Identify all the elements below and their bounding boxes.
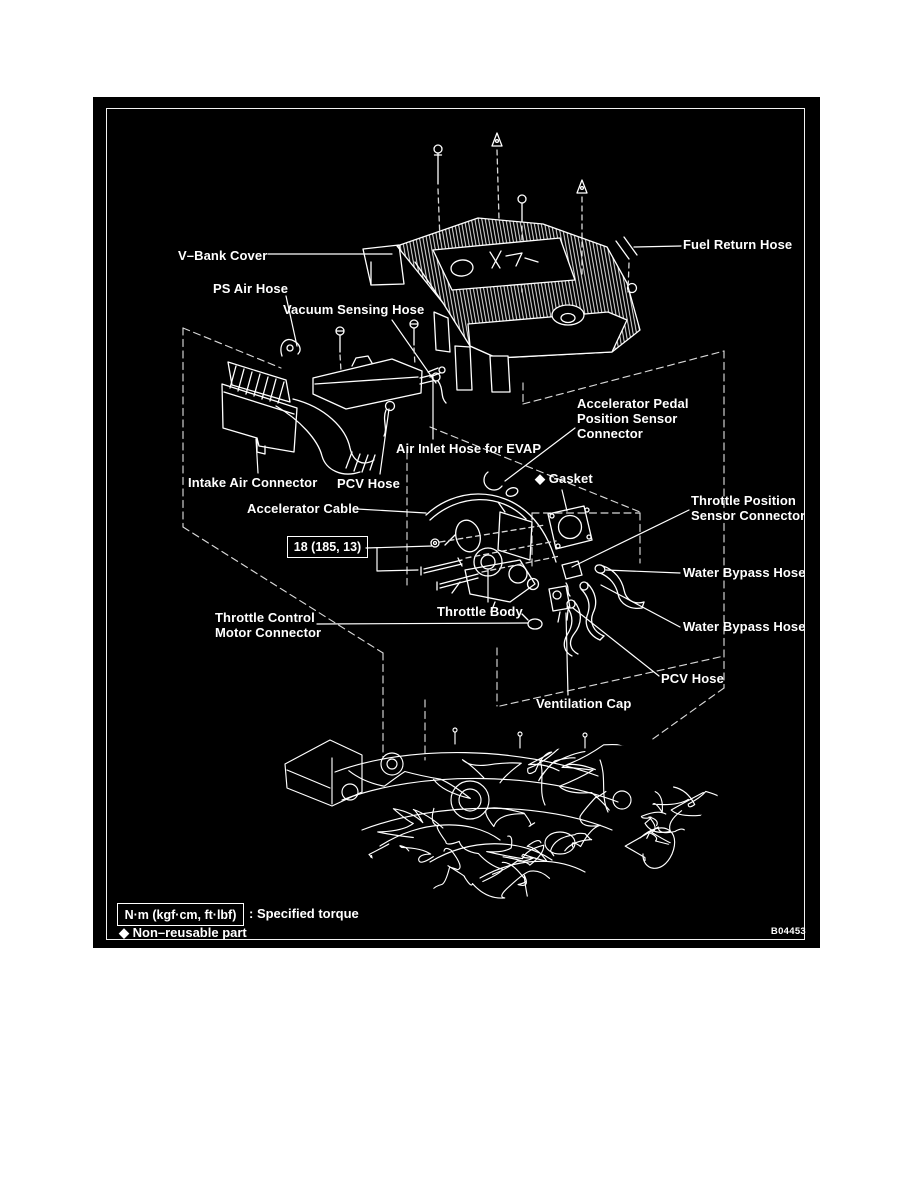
leader-lines (255, 245, 690, 696)
label-water-bypass-hose-lower: Water Bypass Hose (683, 619, 806, 634)
intake-air-connector-drawing (221, 319, 447, 475)
label-water-bypass-hose-upper: Water Bypass Hose (683, 565, 806, 580)
label-throttle-position-sensor-connector: Throttle Position Sensor Connector (691, 493, 806, 523)
label-pcv-hose-right: PCV Hose (661, 671, 724, 686)
diagram-panel: 18 (185, 13) N·m (kgf·cm, ft·lbf) : Spec… (93, 97, 820, 948)
legend-torque-note: : Specified torque (249, 906, 359, 921)
figure-code: B04453 (770, 926, 806, 937)
label-ps-air-hose: PS Air Hose (213, 281, 289, 296)
label-gasket: ◆ Gasket (535, 471, 593, 486)
label-pcv-hose-left: PCV Hose (337, 476, 400, 491)
label-v-bank-cover: V–Bank Cover (178, 248, 268, 263)
label-accelerator-cable: Accelerator Cable (247, 501, 360, 516)
label-throttle-body: Throttle Body (437, 604, 523, 619)
diagram-line-art (182, 132, 725, 904)
legend-non-reusable-note: ◆ Non–reusable part (119, 925, 247, 940)
torque-spec-box: 18 (185, 13) (287, 536, 368, 558)
v-bank-cover-drawing (362, 217, 641, 393)
construction-dashed-lines (182, 327, 725, 761)
legend-torque-units-label: N·m (kgf·cm, ft·lbf) (124, 907, 237, 922)
label-throttle-control-motor-connector: Throttle Control Motor Connector (215, 610, 322, 640)
label-vacuum-sensing-hose: Vacuum Sensing Hose (283, 302, 425, 317)
torque-spec-value: 18 (185, 13) (293, 540, 362, 554)
label-ventilation-cap: Ventilation Cap (536, 696, 632, 711)
label-accelerator-pedal-position-sensor-connector: Accelerator Pedal Position Sensor Connec… (577, 396, 689, 441)
label-intake-air-connector: Intake Air Connector (188, 475, 318, 490)
engine-assembly-drawing (284, 727, 718, 904)
throttle-body-drawing (420, 471, 645, 657)
label-air-inlet-hose-for-evap: Air Inlet Hose for EVAP (396, 441, 542, 456)
legend-torque-units-box: N·m (kgf·cm, ft·lbf) (117, 903, 244, 926)
label-fuel-return-hose: Fuel Return Hose (683, 237, 793, 252)
